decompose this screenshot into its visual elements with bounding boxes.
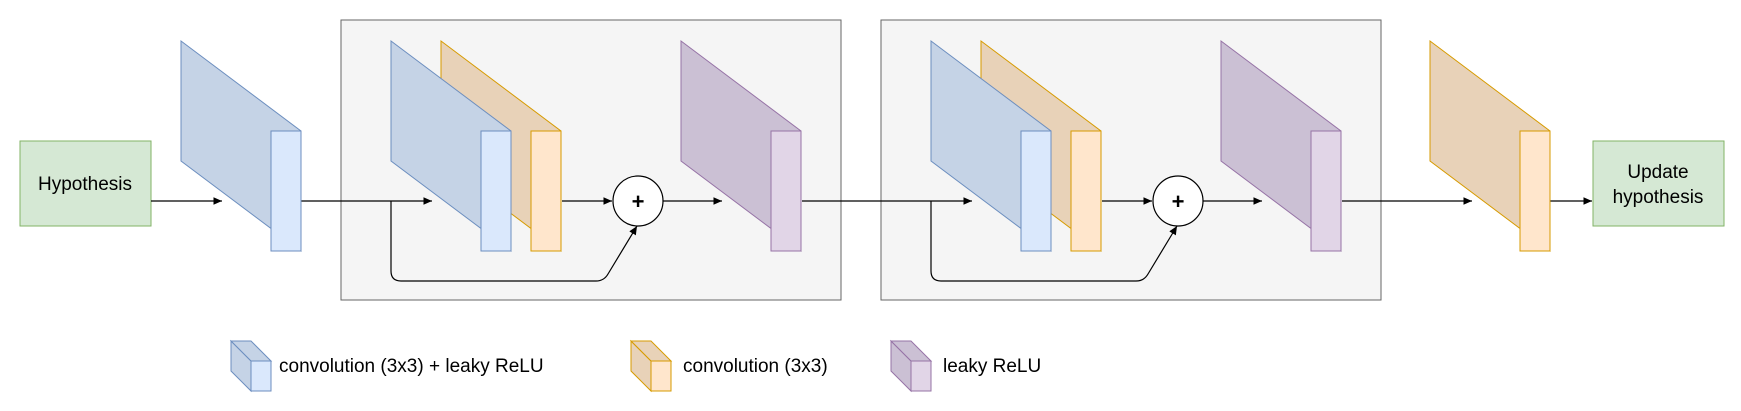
legend-item-conv-relu: convolution (3x3) + leaky ReLU [229,339,544,393]
legend-swatch-blue-cube [229,339,273,393]
legend-item-conv: convolution (3x3) [629,339,828,393]
layer-conv-relu-block2[interactable] [930,40,1052,252]
layer-conv-relu-block1[interactable] [390,40,512,252]
update-hypothesis-label-line2: hypothesis [1613,187,1704,208]
legend-swatch-orange-cube [629,339,673,393]
plus-icon: + [1172,189,1185,214]
edges [151,197,1592,282]
legend-item-relu: leaky ReLU [889,339,1041,393]
legend-swatch-purple-cube [889,339,933,393]
layer-conv-relu-input[interactable] [180,40,302,252]
edge-block1-skip [390,201,638,282]
edge-block2-skip [930,201,1178,282]
layer-conv-output[interactable] [1429,40,1551,252]
hypothesis-label: Hypothesis [38,174,132,195]
legend: convolution (3x3) + leaky ReLU convoluti… [229,339,1041,393]
layer-relu-block1[interactable] [680,40,802,252]
hypothesis-node[interactable]: Hypothesis [19,140,152,227]
legend-label-conv-relu: convolution (3x3) + leaky ReLU [279,356,544,377]
update-hypothesis-node[interactable]: Update hypothesis [1592,140,1725,227]
sum-node-block2[interactable]: + [1152,175,1204,227]
update-hypothesis-label-line1: Update [1627,162,1688,183]
layer-relu-block2[interactable] [1220,40,1342,252]
plus-icon: + [632,189,645,214]
legend-label-conv: convolution (3x3) [683,356,828,377]
legend-label-relu: leaky ReLU [943,356,1041,377]
sum-node-block1[interactable]: + [612,175,664,227]
